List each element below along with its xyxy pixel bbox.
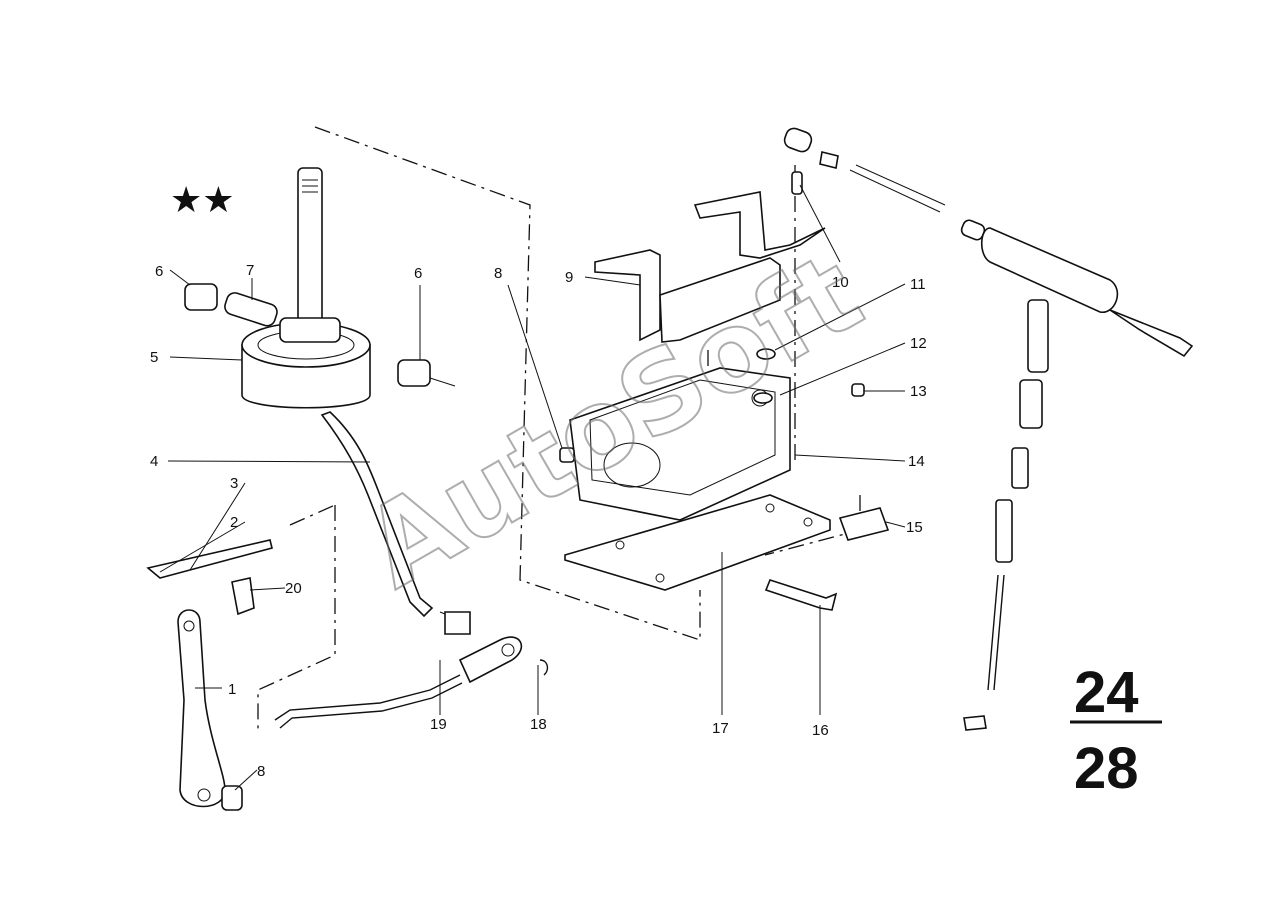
label-part-4: 4 xyxy=(150,453,158,470)
gear-lever-assembly xyxy=(184,167,456,409)
stars-mark: ★★ xyxy=(170,180,235,221)
brackets xyxy=(594,191,826,343)
label-part-14: 14 xyxy=(908,453,925,470)
label-part-3: 3 xyxy=(230,475,238,492)
label-part-11: 11 xyxy=(910,276,926,293)
label-part-20: 20 xyxy=(285,580,302,597)
small-hardware xyxy=(753,171,890,611)
label-part-12: 12 xyxy=(910,335,927,352)
group-number-top: 24 xyxy=(1074,660,1139,725)
group-number-bottom: 28 xyxy=(1074,736,1139,801)
label-part-2: 2 xyxy=(230,514,238,531)
label-part-6-right: 6 xyxy=(414,265,422,282)
label-part-19: 19 xyxy=(430,716,447,733)
label-part-17: 17 xyxy=(712,720,729,737)
label-part-9: 9 xyxy=(565,269,573,286)
selector-arm xyxy=(146,539,273,811)
part-labels: 1 2 3 4 5 6 7 6 8 9 10 11 12 13 14 15 16… xyxy=(150,262,927,780)
label-part-6-left: 6 xyxy=(155,263,163,280)
label-part-1: 1 xyxy=(228,681,236,698)
leader-lines xyxy=(159,184,906,791)
label-part-10: 10 xyxy=(832,274,849,291)
group-number: 24 28 xyxy=(1070,660,1162,801)
label-part-13: 13 xyxy=(910,383,927,400)
label-part-5: 5 xyxy=(150,349,158,366)
console-frame xyxy=(559,367,831,591)
label-part-8-bottom: 8 xyxy=(257,763,265,780)
label-part-15: 15 xyxy=(906,519,923,536)
label-part-8-top: 8 xyxy=(494,265,502,282)
label-part-18: 18 xyxy=(530,716,547,733)
handle-assembly xyxy=(783,127,1194,731)
label-part-7: 7 xyxy=(246,262,254,279)
label-part-16: 16 xyxy=(812,722,829,739)
